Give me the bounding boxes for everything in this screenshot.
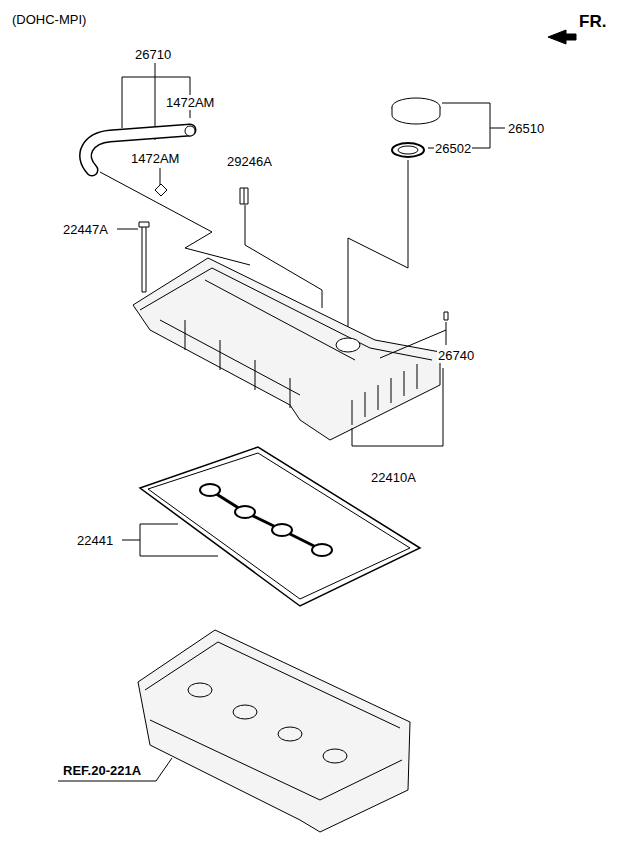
bolt <box>139 222 149 292</box>
callout-number: 22441 <box>76 533 114 548</box>
callout-number: REF.20-221A <box>62 763 142 778</box>
cap-seal <box>398 146 418 154</box>
cylinder-head <box>188 683 212 697</box>
callout-number: 26710 <box>134 47 172 62</box>
plug-gasket <box>312 544 332 556</box>
plug-gasket <box>200 484 220 496</box>
callout-number: 1472AM <box>165 95 215 110</box>
front-marker: FR. <box>578 12 607 32</box>
hose-clamp <box>185 126 195 136</box>
cylinder-head <box>233 705 257 719</box>
rocker-cover <box>140 268 432 395</box>
hose-clamp <box>155 184 167 196</box>
callout-number: 26502 <box>434 141 472 156</box>
cap-seal <box>392 143 424 157</box>
sensor <box>444 312 448 320</box>
callout-number: 29246A <box>226 154 273 169</box>
leader-line <box>352 368 443 446</box>
rocker-cover <box>133 258 440 440</box>
cylinder-head <box>145 642 402 800</box>
plug-gasket <box>272 524 292 536</box>
breather-hose <box>86 130 190 170</box>
breather-hose <box>86 130 190 170</box>
callout-number: 26740 <box>437 348 475 363</box>
cylinder-head <box>278 727 302 741</box>
callout-number: 26510 <box>507 121 545 136</box>
oil-cap <box>392 107 440 124</box>
cover-ribs <box>185 320 417 425</box>
diagram-title: (DOHC-MPI) <box>12 12 86 27</box>
leader-line <box>122 524 218 556</box>
callout-number: 22410A <box>370 470 417 485</box>
leader-line <box>100 172 250 265</box>
cylinder-head <box>323 749 347 763</box>
cylinder-head <box>138 630 410 832</box>
callout-number: 1472AM <box>130 151 180 166</box>
callout-number: 22447A <box>62 222 109 237</box>
leader-line <box>348 160 408 330</box>
cover-gasket <box>140 447 420 606</box>
front-arrow <box>548 30 576 44</box>
bolt <box>240 188 248 204</box>
plug-gasket <box>235 506 255 518</box>
leader-line <box>58 758 172 781</box>
plug-gasket <box>210 490 322 550</box>
leader-line <box>117 229 138 230</box>
filler-hole <box>336 338 360 352</box>
